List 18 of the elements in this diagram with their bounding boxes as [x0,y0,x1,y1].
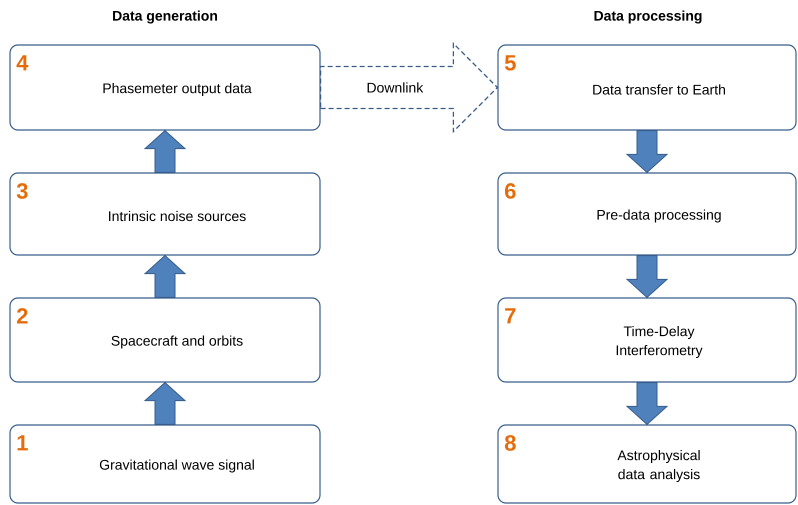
column-heading: Data processing [594,10,702,24]
process-box: 2 Spacecraft and orbits [9,297,321,383]
block-arrow [144,130,186,173]
block-arrow [144,382,186,425]
block-arrow [626,382,668,426]
process-box: 3 Intrinsic noise sources [9,172,321,256]
block-arrow [320,42,498,134]
process-box: 7 Time-Delay Interferometry [497,297,797,383]
process-box: 6 Pre-data processing [497,172,797,256]
block-arrow [626,255,668,298]
process-box: 8 Astrophysical data analysis [497,424,797,504]
block-arrow [144,254,186,298]
process-box: 4 Phasemeter output data [9,44,321,131]
block-arrow [626,130,668,174]
process-box: 1 Gravitational wave signal [9,424,321,504]
process-box: 5 Data transfer to Earth [497,44,797,131]
edge-label: Downlink [364,80,426,95]
column-heading: Data generation [113,10,218,24]
